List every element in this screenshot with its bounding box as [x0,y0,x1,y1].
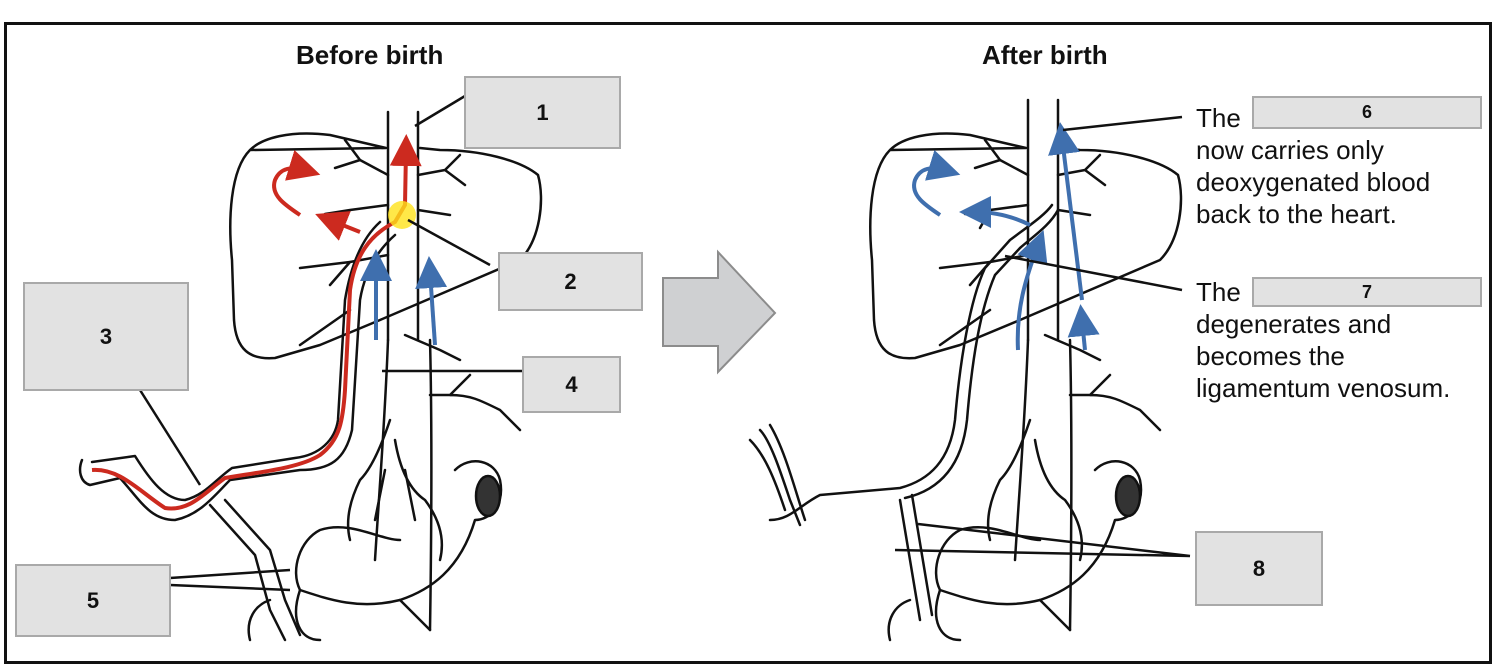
leader-lines-after [894,115,1191,558]
liver-outline [229,132,543,360]
caption-7: The degenerates and becomes the ligament… [1196,276,1450,404]
before-birth-title: Before birth [296,40,444,70]
label-box-1[interactable]: 1 [464,76,621,149]
oxygenated-hepatic-arrow [272,150,321,217]
label-box-2[interactable]: 2 [498,252,643,311]
umbilical-cord [78,233,397,522]
before-birth-anatomy [78,110,543,642]
label-box-8[interactable]: 8 [1195,531,1323,606]
after-birth-title: After birth [982,40,1108,70]
inferior-vena-cava-after [1026,98,1060,342]
oxygenated-blood-path [91,134,422,511]
deoxygenated-hepatic-arrow-after [912,150,961,217]
deoxygenated-arrow-portal-after [1015,230,1048,351]
caption-6: The now carries only deoxygenated blood … [1196,102,1430,230]
caption-7-prefix: The [1196,277,1241,307]
intestine-outline [294,460,503,606]
caption-6-line-4: back to the heart. [1196,199,1397,229]
label-box-7[interactable]: 7 [1252,277,1482,307]
caption-6-line-3: deoxygenated blood [1196,167,1431,197]
transition-arrow [662,249,777,375]
leader-lines-before [138,94,523,592]
ligamentum-venosum [768,203,1060,522]
label-box-4[interactable]: 4 [522,356,621,413]
caption-7-line-4: ligamentum venosum. [1196,373,1451,403]
label-box-5[interactable]: 5 [15,564,171,637]
caption-7-line-3: becomes the [1196,341,1345,371]
label-box-3[interactable]: 3 [23,282,189,391]
deoxygenated-arrow-ivc-after [1067,304,1100,351]
ductus-venosus-highlight [388,201,416,229]
deoxygenated-arrow-ivc [415,256,448,346]
caption-7-line-2: degenerates and [1196,309,1392,339]
caption-6-line-2: now carries only [1196,135,1384,165]
caption-6-prefix: The [1196,103,1241,133]
after-birth-anatomy [748,98,1183,642]
label-box-6[interactable]: 6 [1252,96,1482,129]
